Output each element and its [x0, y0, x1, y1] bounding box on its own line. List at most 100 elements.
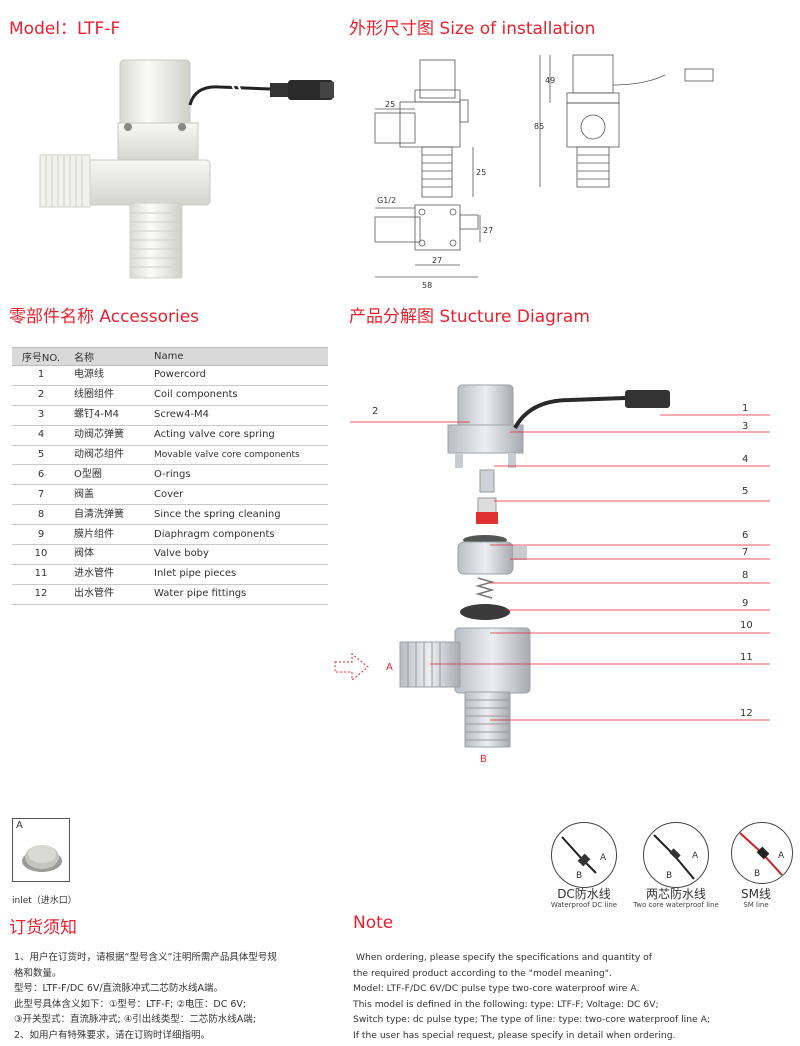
- row-cn: 螺钉4-M4: [70, 405, 150, 426]
- dim-25-side: 25: [476, 168, 486, 177]
- accessories-title: 零部件名称 Accessories: [9, 307, 200, 327]
- row-no: 8: [12, 504, 70, 526]
- label-10: 10: [740, 620, 753, 631]
- note-line: Model: LTF-F/DC 6V/DC pulse type two-cor…: [353, 983, 640, 994]
- cable-twocore-icon: A B: [643, 822, 709, 888]
- note-line: Switch type: dc pulse type; The type of …: [353, 1014, 711, 1025]
- label-11: 11: [740, 652, 753, 663]
- row-no: 5: [12, 445, 70, 466]
- row-cn: 出水管件: [70, 584, 150, 605]
- model-title: Model：LTF-F: [9, 19, 121, 39]
- installation-title: 外形尺寸图 Size of installation: [349, 19, 596, 39]
- label-7: 7: [742, 547, 748, 558]
- row-cn: 电源线: [70, 365, 150, 386]
- row-no: 1: [12, 365, 70, 386]
- dim-85: 85: [534, 122, 544, 131]
- inlet-caption: inlet（进水口）: [12, 896, 77, 906]
- cable-twocore-label: 两芯防水线: [645, 887, 706, 901]
- row-cn: 动阀芯弹簧: [70, 425, 150, 446]
- order-cn-line: 此型号具体含义如下：①型号：LTF-F; ②电压：DC 6V;: [14, 998, 247, 1010]
- row-no: 6: [12, 464, 70, 486]
- cable-dc-b: B: [576, 871, 583, 881]
- order-notice-cn: 1、用户在订货时，请根据“型号含义”注明所需产品具体型号规 格和数量。 型号：L…: [14, 950, 344, 1043]
- order-cn-line: 1、用户在订货时，请根据“型号含义”注明所需产品具体型号规: [14, 952, 277, 963]
- label-12: 12: [740, 708, 753, 719]
- order-cn-line: 2、如用户有特殊要求，请在订购时详细指明。: [14, 1029, 211, 1041]
- cable-sm-icon: A B: [731, 822, 793, 884]
- dim-58: 58: [422, 281, 432, 290]
- row-no: 9: [12, 524, 70, 546]
- order-title-cn: 订货须知: [9, 918, 77, 938]
- row-cn: 线圈组件: [70, 385, 150, 406]
- row-en: Diaphragm components: [150, 524, 328, 546]
- cable-sm-sublabel: SM line: [743, 901, 769, 909]
- label-1: 1: [742, 403, 748, 414]
- note-line: the required product according to the "m…: [353, 967, 612, 979]
- label-4: 4: [742, 454, 748, 465]
- installation-drawing: 25 25 49 85 G1/2 27 27 58: [374, 54, 714, 290]
- row-cn: 膜片组件: [70, 524, 150, 546]
- label-b: B: [480, 754, 487, 765]
- label-8: 8: [742, 570, 748, 581]
- label-6: 6: [742, 530, 748, 541]
- row-no: 12: [12, 584, 70, 605]
- dim-27-h: 27: [432, 256, 442, 265]
- row-cn: 自清洗弹簧: [70, 504, 150, 526]
- row-en: Coil components: [150, 385, 328, 406]
- label-a: A: [386, 662, 393, 673]
- row-en: Movable valve core components: [150, 445, 328, 466]
- row-en: Powercord: [150, 365, 328, 386]
- label-5: 5: [742, 486, 748, 497]
- row-no: 2: [12, 385, 70, 406]
- product-photo: [39, 59, 334, 279]
- note-en: When ordering, please specify the specif…: [353, 950, 793, 1043]
- row-cn: 阀体: [70, 544, 150, 565]
- row-no: 4: [12, 425, 70, 446]
- cable-sm-label: SM线: [741, 887, 771, 901]
- header-no: 序号NO.: [12, 347, 70, 366]
- row-en: O-rings: [150, 464, 328, 486]
- row-cn: 阀盖: [70, 484, 150, 506]
- label-9: 9: [742, 598, 748, 609]
- order-cn-line: ③开关型式：直流脉冲式; ④引出线类型：二芯防水线A端;: [14, 1014, 256, 1025]
- row-no: 3: [12, 405, 70, 426]
- cable-sm-a: A: [778, 851, 785, 861]
- inlet-box: A: [12, 818, 70, 882]
- dim-25-top: 25: [385, 100, 395, 109]
- row-en: Inlet pipe pieces: [150, 564, 328, 585]
- cable-twocore-sublabel: Two core waterproof line: [633, 901, 719, 909]
- inlet-letter: A: [16, 820, 23, 831]
- row-en: Since the spring cleaning: [150, 504, 328, 526]
- cable-dc-icon: A B: [551, 822, 617, 888]
- row-en: Water pipe fittings: [150, 584, 328, 605]
- row-en: Cover: [150, 484, 328, 506]
- structure-diagram: 1 2 3 4 5 6 7 8 9 10 11 12 A B: [334, 384, 770, 765]
- note-line: This model is defined in the following: …: [353, 998, 659, 1010]
- table-header-row: 序号NO. 名称 Name: [12, 347, 328, 366]
- cable-twocore-a: A: [692, 851, 699, 861]
- label-2: 2: [372, 406, 378, 417]
- cable-dc-label: DC防水线: [557, 887, 611, 901]
- header-en: Name: [150, 347, 328, 366]
- row-en: Screw4-M4: [150, 405, 328, 426]
- note-title: Note: [353, 913, 394, 933]
- row-cn: 动阀芯组件: [70, 445, 150, 466]
- row-no: 10: [12, 544, 70, 565]
- row-cn: 进水管件: [70, 564, 150, 585]
- dim-49: 49: [545, 76, 555, 85]
- label-3: 3: [742, 421, 748, 432]
- dim-g12: G1/2: [377, 196, 396, 205]
- note-line: If the user has special request, please …: [353, 1029, 676, 1041]
